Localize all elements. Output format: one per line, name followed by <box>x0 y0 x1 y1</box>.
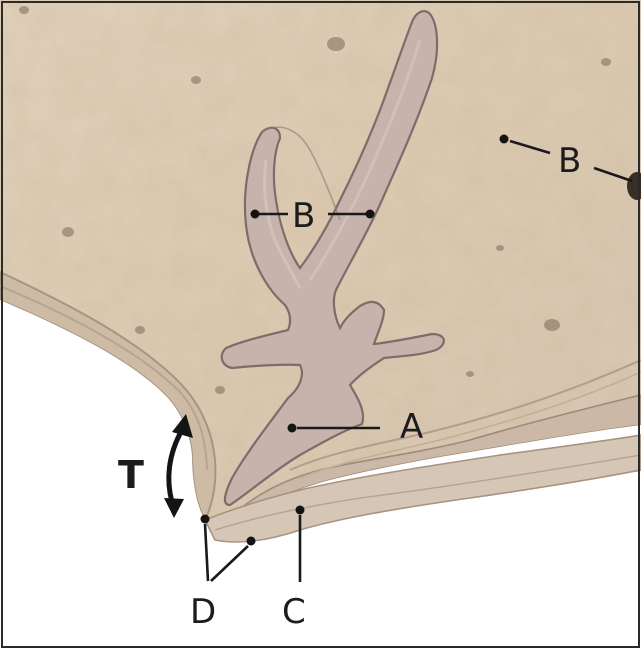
marker-a-dot <box>288 424 297 433</box>
label-b-top: B <box>558 141 581 181</box>
label-a: A <box>400 407 423 447</box>
marker-b-center-dot-right <box>366 210 375 219</box>
label-b-center: B <box>292 196 315 236</box>
marker-d-dot-2 <box>247 537 256 546</box>
label-d: D <box>190 592 216 632</box>
label-t: T <box>118 453 144 497</box>
marker-b-top-dot <box>500 135 509 144</box>
marker-c-dot <box>296 506 305 515</box>
marker-b-center-dot-left <box>251 210 260 219</box>
marker-d-dot-1 <box>201 515 210 524</box>
label-c: C <box>282 592 306 632</box>
